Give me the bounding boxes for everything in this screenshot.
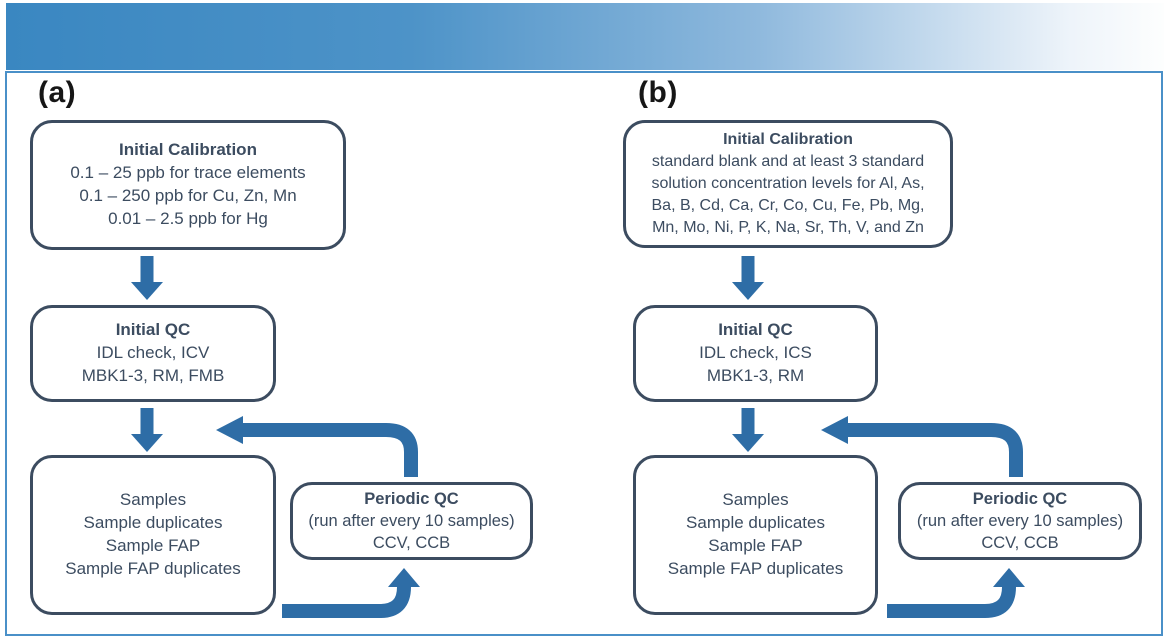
box-line: 0.1 – 250 ppb for Cu, Zn, Mn (79, 186, 297, 205)
box-title: Initial QC (115, 320, 191, 340)
box-line: 0.1 – 25 ppb for trace elements (70, 163, 306, 183)
periodic-qc-box-a: Periodic QC (run after every 10 samples)… (290, 482, 533, 560)
initial-calibration-box-a: Initial Calibration 0.1 – 25 ppb for tra… (30, 120, 346, 250)
box-line: Sample duplicates (83, 513, 223, 533)
box-line: Sample FAP (708, 536, 803, 555)
box-line: Sample duplicates (686, 513, 825, 533)
box-title: Initial Calibration (119, 140, 257, 160)
box-title: Initial Calibration (723, 130, 853, 148)
header-gradient-bar (6, 3, 1164, 70)
box-line: standard blank and at least 3 standard (651, 152, 925, 170)
box-line: CCV, CCB (372, 534, 451, 553)
box-line: Sample FAP duplicates (667, 558, 844, 578)
initial-qc-box-b: Initial QC IDL check, ICS MBK1-3, RM (633, 305, 878, 402)
box-title: Periodic QC (364, 489, 459, 508)
box-line: MBK1-3, RM (706, 365, 805, 385)
box-line: 0.01 – 2.5 ppb for Hg (108, 208, 268, 228)
initial-qc-box-a: Initial QC IDL check, ICV MBK1-3, RM, FM… (30, 305, 276, 402)
samples-box-a: Samples Sample duplicates Sample FAP Sam… (30, 455, 276, 615)
box-line: Sample FAP (105, 536, 201, 555)
box-line: IDL check, ICS (699, 343, 812, 363)
box-line: (run after every 10 samples) (308, 511, 515, 530)
box-line: Sample FAP duplicates (65, 558, 241, 578)
box-title: Initial QC (718, 320, 793, 340)
box-line: Samples (119, 490, 187, 510)
box-line: MBK1-3, RM, FMB (81, 365, 225, 385)
box-line: solution concentration levels for Al, As… (651, 174, 925, 192)
samples-box-b: Samples Sample duplicates Sample FAP Sam… (633, 455, 878, 615)
box-line: Mn, Mo, Ni, P, K, Na, Sr, Th, V, and Zn (652, 219, 924, 237)
panel-b-label: (b) (638, 76, 678, 109)
box-title: Periodic QC (972, 489, 1068, 508)
box-line: IDL check, ICV (96, 343, 210, 363)
box-line: Samples (722, 490, 789, 510)
initial-calibration-box-b: Initial Calibration standard blank and a… (623, 120, 953, 248)
panel-a-label: (a) (38, 76, 77, 109)
box-line: Ba, B, Cd, Ca, Cr, Co, Cu, Fe, Pb, Mg, (651, 197, 925, 215)
box-line: CCV, CCB (981, 534, 1059, 553)
box-line: (run after every 10 samples) (916, 511, 1124, 530)
periodic-qc-box-b: Periodic QC (run after every 10 samples)… (898, 482, 1142, 560)
